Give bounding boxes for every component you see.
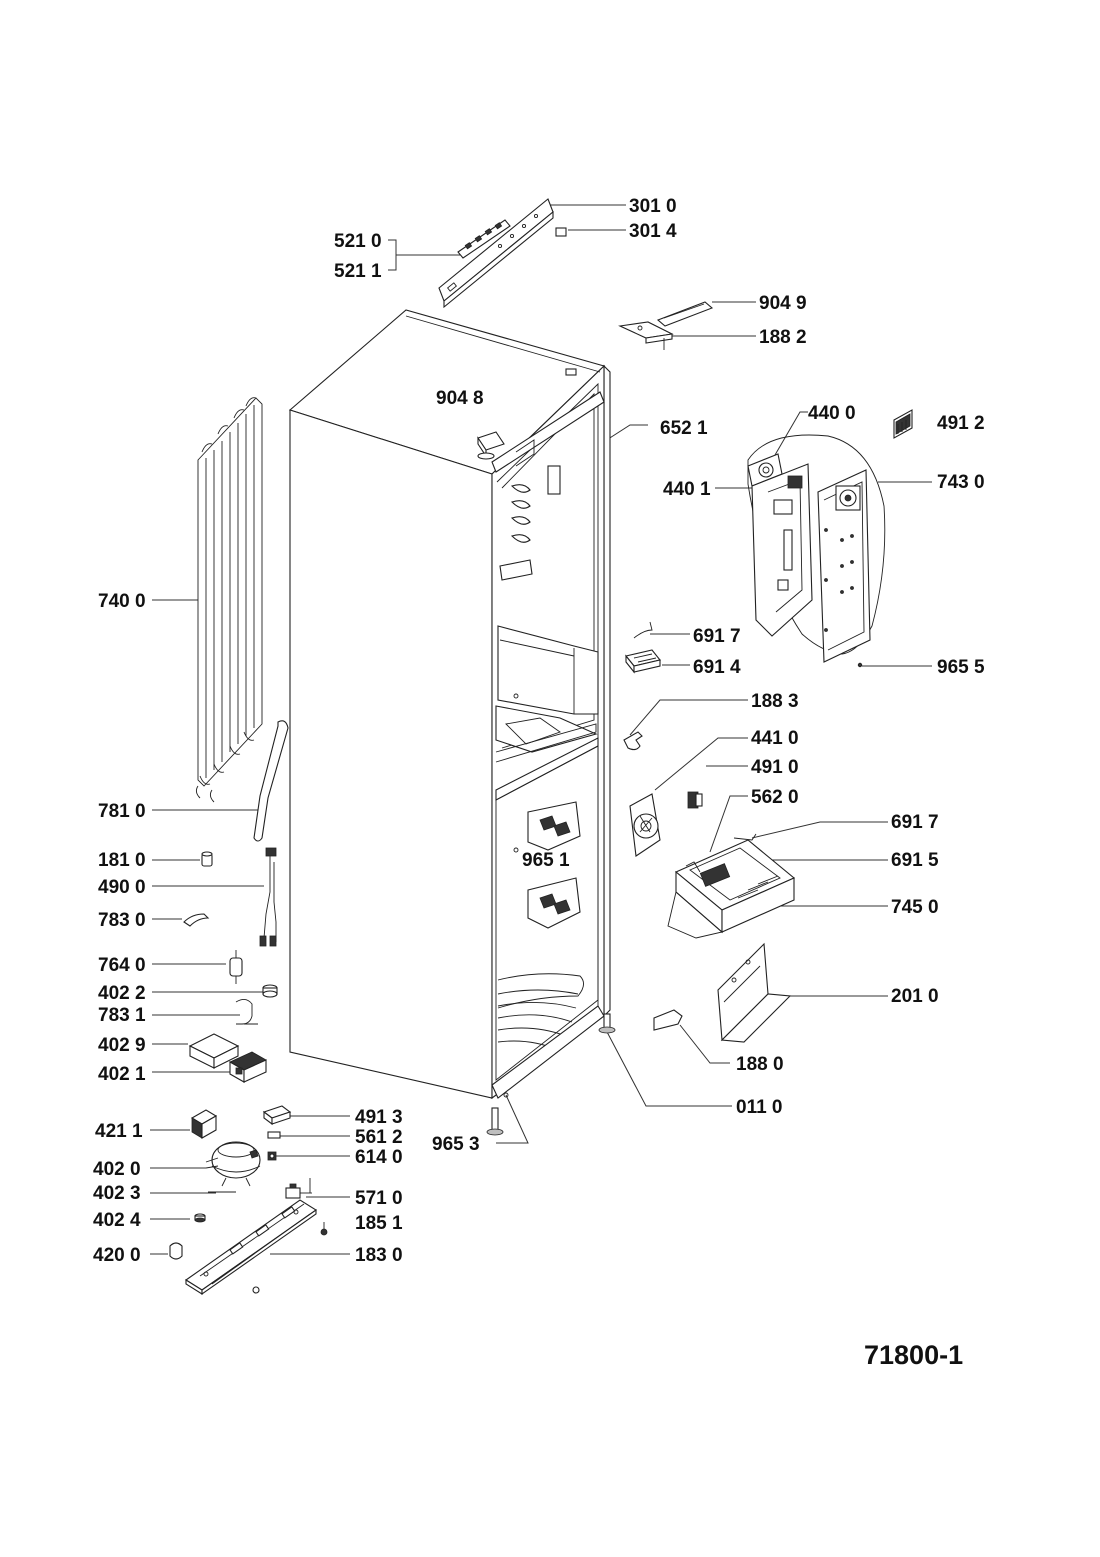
label-440-1: 440 1 (663, 479, 711, 500)
label-521-1: 521 1 (334, 261, 382, 282)
tube (183, 913, 210, 927)
label-183-0: 183 0 (355, 1245, 403, 1266)
cover-491-3 (262, 1105, 292, 1126)
start-relay (190, 1109, 218, 1139)
screw-965-5 (857, 662, 863, 668)
label-691-4: 691 4 (693, 657, 741, 678)
label-571-0: 571 0 (355, 1188, 403, 1209)
label-188-3: 188 3 (751, 691, 799, 712)
compressor-compartment-cover (717, 942, 792, 1043)
label-745-0: 745 0 (891, 897, 939, 918)
hinge-cover-top (656, 301, 714, 327)
rubber-plug (201, 851, 213, 867)
grommet (262, 984, 278, 998)
power-cord (259, 847, 277, 947)
label-521-0: 521 0 (334, 231, 382, 252)
label-691-7-upper: 691 7 (693, 626, 741, 647)
filter-drier (229, 950, 243, 984)
label-491-3: 491 3 (355, 1107, 403, 1128)
drawing-reference: 71800-1 (864, 1340, 963, 1370)
lamp-wire-upper (633, 621, 653, 639)
bottom-hinge (653, 1009, 683, 1031)
label-201-0: 201 0 (891, 986, 939, 1007)
label-904-8: 904 8 (436, 388, 484, 409)
label-420-0: 420 0 (93, 1245, 141, 1266)
label-490-0: 490 0 (98, 877, 146, 898)
freezer-fan (629, 793, 661, 857)
label-614-0: 614 0 (355, 1147, 403, 1168)
label-783-0: 783 0 (98, 910, 146, 931)
label-781-0: 781 0 (98, 801, 146, 822)
compressor-base-plate (185, 1199, 317, 1296)
ice-maker-tray-assembly (667, 839, 796, 939)
label-904-9: 904 9 (759, 293, 807, 314)
drain-pipe (253, 720, 289, 842)
label-743-0: 743 0 (937, 472, 985, 493)
label-402-9: 402 9 (98, 1035, 146, 1056)
label-402-4: 402 4 (93, 1210, 141, 1231)
label-764-0: 764 0 (98, 955, 146, 976)
label-740-0: 740 0 (98, 591, 146, 612)
fan-duct-assembly (747, 453, 813, 637)
label-491-2: 491 2 (937, 413, 985, 434)
solenoid-valve (285, 1178, 312, 1199)
capillary-tube (235, 999, 258, 1025)
label-181-0: 181 0 (98, 850, 146, 871)
label-783-1: 783 1 (98, 1005, 146, 1026)
middle-hinge (623, 731, 643, 751)
label-421-1: 421 1 (95, 1121, 143, 1142)
label-562-0: 562 0 (751, 787, 799, 808)
label-491-0: 491 0 (751, 757, 799, 778)
label-440-0: 440 0 (808, 403, 856, 424)
hinge-cover (477, 431, 505, 460)
condenser-coil (195, 397, 263, 803)
label-652-1: 652 1 (660, 418, 708, 439)
clamp (169, 1242, 183, 1260)
compressor-cover-box (188, 1033, 240, 1069)
label-402-0: 402 0 (93, 1159, 141, 1180)
label-402-2: 402 2 (98, 983, 146, 1004)
label-691-5: 691 5 (891, 850, 939, 871)
label-188-0: 188 0 (736, 1054, 784, 1075)
label-965-5: 965 5 (937, 657, 985, 678)
foot-screw (503, 1092, 509, 1098)
control-panel-bar (438, 198, 554, 309)
label-402-3: 402 3 (93, 1183, 141, 1204)
refrigerator-cabinet (288, 309, 611, 1100)
sensor-614-0 (267, 1151, 277, 1161)
levelling-foot-rear (598, 1013, 616, 1034)
label-188-2: 188 2 (759, 327, 807, 348)
compressor (205, 1141, 261, 1187)
part-labels: 301 0 301 4 521 0 521 1 904 9 188 2 904 … (93, 196, 985, 1266)
lamp-housing (625, 649, 661, 674)
label-301-0: 301 0 (629, 196, 677, 217)
label-301-4: 301 4 (629, 221, 677, 242)
compressor-grommet (194, 1213, 206, 1223)
panel-label-sticker (555, 227, 567, 237)
label-011-0: 011 0 (736, 1097, 783, 1118)
top-hinge (618, 321, 674, 350)
screw-185-1 (320, 1222, 328, 1236)
connector-561-2 (267, 1131, 281, 1139)
cover-491-0 (687, 791, 703, 809)
label-965-1: 965 1 (522, 850, 570, 871)
label-561-2: 561 2 (355, 1127, 403, 1148)
label-402-1: 402 1 (98, 1064, 146, 1085)
terminal-box (229, 1051, 267, 1083)
label-691-7-lower: 691 7 (891, 812, 939, 833)
fan-grille (893, 409, 913, 439)
electronic-board (457, 219, 511, 259)
label-965-3: 965 3 (432, 1134, 480, 1155)
heater-wire (733, 833, 757, 841)
label-441-0: 441 0 (751, 728, 799, 749)
evaporator-cover-panel (817, 469, 871, 663)
label-185-1: 185 1 (355, 1213, 403, 1234)
levelling-foot-front (486, 1107, 504, 1136)
